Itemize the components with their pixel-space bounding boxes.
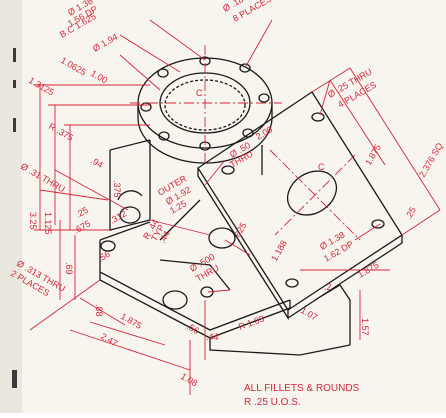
bolt-hole bbox=[140, 102, 152, 112]
centerline-mark-plate: C bbox=[318, 162, 325, 172]
dim-1875 bbox=[329, 79, 386, 166]
bracket-top bbox=[109, 139, 151, 151]
bolt-hole bbox=[258, 93, 270, 103]
bolt-hole bbox=[158, 131, 170, 141]
dim-88: .88 bbox=[94, 304, 104, 317]
base-bottom bbox=[209, 338, 351, 356]
dim-3-25: 3.25 bbox=[28, 212, 38, 230]
bracket-hole bbox=[119, 206, 141, 224]
plate-hole bbox=[371, 219, 385, 229]
mid-hole bbox=[208, 227, 236, 249]
dim-375: .375 bbox=[112, 180, 122, 198]
note-ruos: R .25 U.O.S. bbox=[244, 397, 301, 408]
base-top-left bbox=[99, 221, 151, 241]
right-foot bbox=[314, 284, 351, 345]
bolt-hole bbox=[239, 63, 251, 73]
note-fillets: ALL FILLETS & ROUNDS bbox=[244, 383, 360, 394]
bolt-hole bbox=[242, 128, 254, 138]
rib-edge bbox=[159, 199, 201, 241]
lower-small-hole bbox=[200, 286, 214, 298]
dimension-lines bbox=[29, 19, 441, 395]
margin-mark bbox=[12, 370, 17, 388]
plate-hole bbox=[311, 112, 325, 122]
plate-hole bbox=[285, 278, 299, 288]
dim-extensions-low bbox=[29, 229, 110, 331]
base-hole bbox=[100, 240, 116, 252]
leader-mid bbox=[149, 159, 226, 236]
margin-mark bbox=[13, 48, 16, 62]
dim-2: .2 bbox=[324, 282, 332, 292]
leader-top bbox=[119, 19, 206, 91]
dim-verticals-left bbox=[39, 85, 71, 230]
bolt-hole bbox=[157, 68, 169, 78]
plate-bore bbox=[286, 170, 338, 216]
dim-square bbox=[311, 67, 441, 236]
center-line bbox=[269, 149, 361, 241]
dim-44-b: .44 bbox=[206, 332, 219, 342]
margin-mark bbox=[13, 80, 16, 88]
base-front bbox=[99, 240, 291, 331]
center-line bbox=[130, 45, 282, 165]
boss-edge bbox=[159, 259, 231, 291]
leader-lower bbox=[207, 239, 251, 293]
dim-69: .69 bbox=[64, 262, 74, 275]
leader-right bbox=[245, 19, 331, 116]
general-notes: ALL FILLETS & ROUNDS R .25 U.O.S. bbox=[244, 383, 360, 408]
plate-thickness bbox=[197, 168, 289, 321]
leader-side bbox=[39, 169, 129, 211]
dim-157: 1.57 bbox=[360, 318, 370, 336]
plate-hole bbox=[221, 165, 235, 175]
dim-extensions bbox=[34, 84, 150, 126]
leader-plate bbox=[354, 223, 381, 241]
margin-mark bbox=[13, 118, 16, 132]
dim-1125: 1.125 bbox=[43, 212, 53, 235]
centerline-mark-top: C bbox=[196, 88, 203, 98]
bracket-round bbox=[117, 190, 143, 201]
dim-bottom bbox=[69, 297, 191, 371]
left-margin bbox=[0, 0, 22, 413]
lower-hole bbox=[162, 290, 188, 310]
dim-bottom-ext bbox=[189, 300, 206, 395]
dim-base-verticals bbox=[59, 220, 76, 300]
